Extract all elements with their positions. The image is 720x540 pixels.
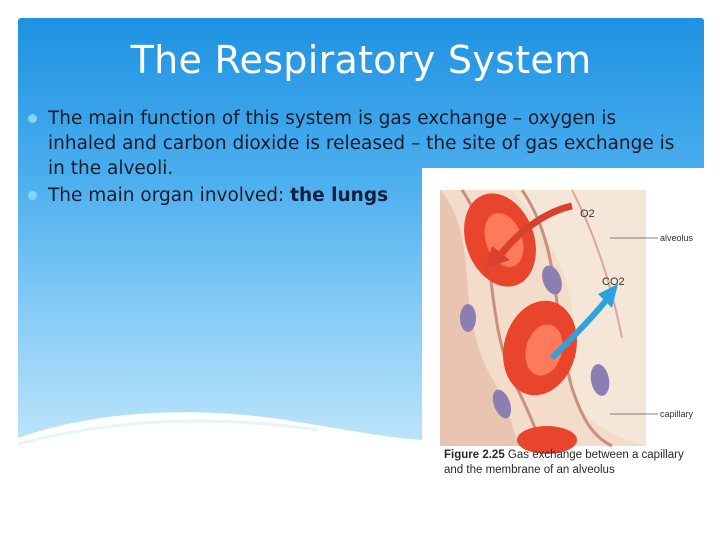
figure-caption: Figure 2.25 Gas exchange between a capil… [444,448,684,478]
gas-exchange-illustration [440,189,658,454]
capillary-label: capillary [660,409,694,419]
bullet-text: The main function of this system is gas … [48,108,675,179]
co2-arrow-icon [598,284,618,308]
figure-number: Figure 2.25 [444,449,505,461]
bullet-list: The main function of this system is gas … [26,106,676,210]
alveolus-label: alveolus [660,233,694,243]
figure-caption-text: Gas exchange between a capillary and the… [444,449,684,476]
bullet-text-strong: the lungs [290,185,389,206]
o2-arrow-icon [486,246,510,268]
bullet-item: The main function of this system is gas … [26,106,676,181]
gas-exchange-figure: O2 CO2 alveolus capillary [422,168,704,500]
slide-title: The Respiratory System [130,38,592,82]
bullet-text-prefix: The main organ involved: [48,185,291,206]
bullet-item: The main organ involved: the lungs [26,183,676,208]
bullet-dot-icon [28,191,37,200]
slide-wave-decoration [18,412,422,540]
co2-label: CO2 [602,276,625,288]
o2-label: O2 [580,208,595,220]
bullet-dot-icon [28,114,37,123]
